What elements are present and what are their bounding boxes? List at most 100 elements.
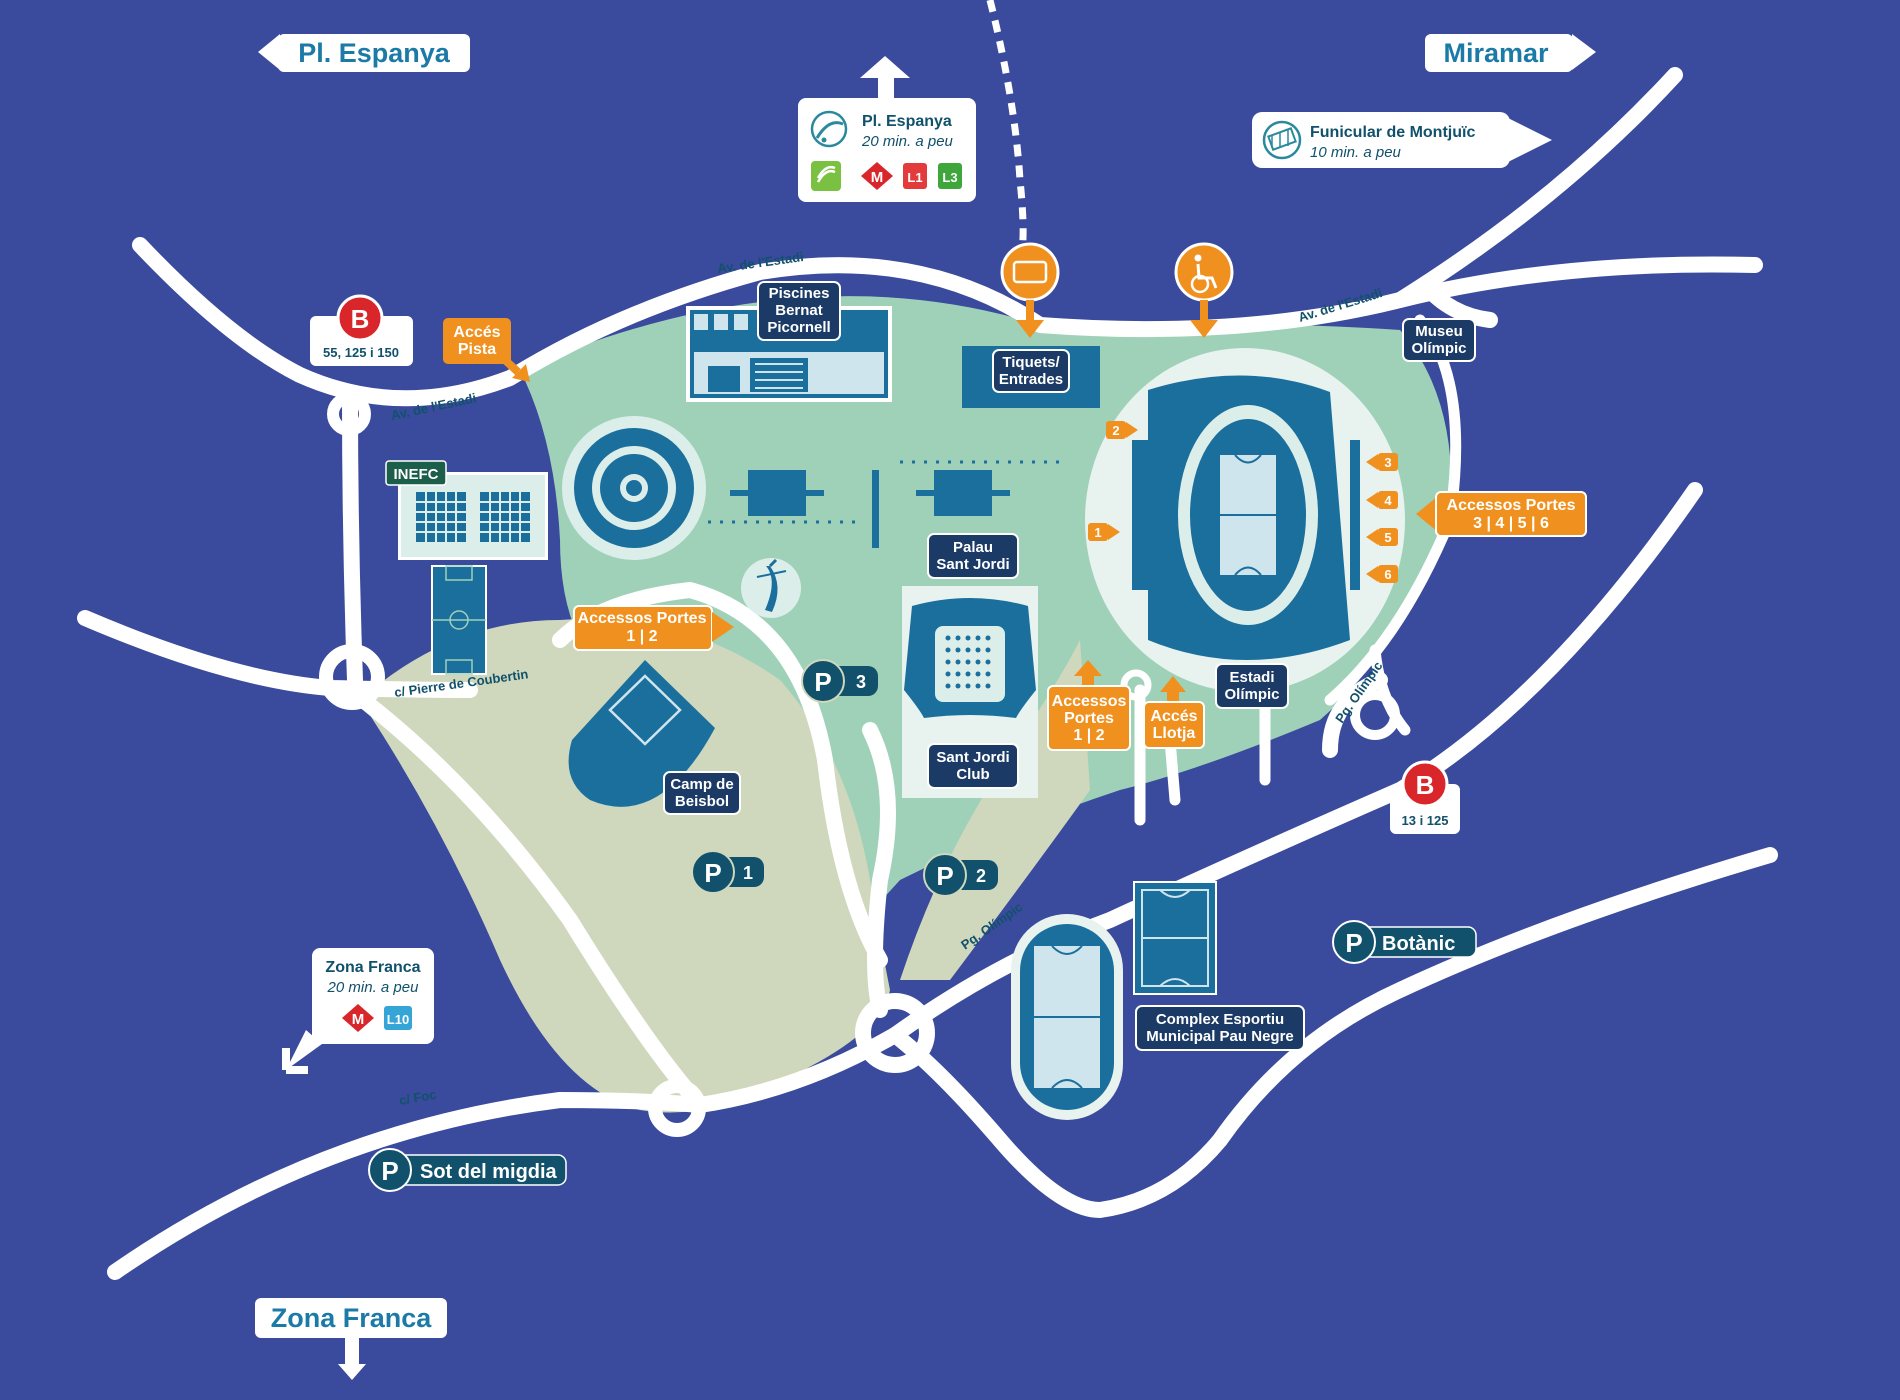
gate-1[interactable]: 1 [1088, 523, 1120, 541]
funicular-subtitle: 10 min. a peu [1310, 144, 1402, 161]
palau-label-1: Palau [953, 539, 993, 556]
acces-llotja-label-2: Llotja [1153, 725, 1196, 742]
parking-3-number: 3 [856, 672, 866, 692]
transit-card-funicular[interactable]: Funicular de Montjuïc 10 min. a peu [1252, 112, 1552, 168]
gate-2[interactable]: 2 [1106, 421, 1138, 439]
direction-zona-franca[interactable]: Zona Franca [255, 1298, 447, 1380]
access-portes-3456-label-1: Accessos Portes [1447, 497, 1576, 514]
access-portes-12-south-label-1: Accessos [1052, 693, 1127, 710]
bus-icon-east: B [1401, 760, 1449, 808]
fgc-icon [811, 161, 841, 191]
piscines-label-3: Picornell [767, 319, 830, 336]
acces-pista-label-2: Pista [458, 341, 496, 358]
beisbol-label-2: Beisbol [675, 793, 729, 810]
beisbol-label-1: Camp de [670, 776, 733, 793]
museu-olimpic[interactable]: Museu Olímpic [1402, 318, 1476, 362]
piscines-label-1: Piscines [769, 285, 830, 302]
gate-5[interactable]: 5 [1366, 528, 1398, 546]
acces-pista-label-1: Accés [453, 324, 500, 341]
street-label-foc: c/ Foc [398, 1087, 438, 1108]
line-l3-label: L3 [942, 170, 957, 185]
camp-de-beisbol[interactable]: Camp de Beisbol [568, 660, 741, 815]
line-l1-label: L1 [907, 170, 922, 185]
gate-6[interactable]: 6 [1366, 565, 1398, 583]
gate-4[interactable]: 4 [1366, 491, 1398, 509]
svg-text:B: B [351, 304, 370, 334]
transit-zona-franca-title: Zona Franca [325, 959, 420, 976]
transit-zona-franca-subtitle: 20 min. a peu [327, 979, 420, 996]
sant-jordi-club[interactable]: Sant Jordi Club [902, 586, 1038, 798]
gate-1-label: 1 [1094, 525, 1101, 540]
piscines-label-2: Bernat [775, 302, 823, 319]
parking-botanic[interactable]: P Botànic [1332, 920, 1477, 964]
access-portes-12-south[interactable]: Accessos Portes 1 | 2 [1047, 660, 1131, 751]
palau-sant-jordi[interactable]: Palau Sant Jordi [927, 533, 1019, 579]
acces-llotja[interactable]: Accés Llotja [1143, 676, 1205, 749]
access-portes-12-west-label-1: Accessos Portes [578, 610, 707, 627]
funicular-icon [1262, 120, 1302, 160]
access-portes-12-west[interactable]: Accessos Portes 1 | 2 [573, 605, 734, 651]
direction-zona-franca-label: Zona Franca [271, 1303, 433, 1333]
svg-text:M: M [352, 1011, 365, 1028]
access-portes-3456[interactable]: Accessos Portes 3 | 4 | 5 | 6 [1416, 491, 1587, 537]
tiquets-label-1: Tiquets/ [1002, 354, 1060, 371]
complex-pau-negre[interactable]: Complex Esportiu Municipal Pau Negre [1011, 881, 1305, 1120]
direction-miramar-label: Miramar [1443, 38, 1549, 68]
direction-pl-espanya-label: Pl. Espanya [298, 38, 451, 68]
acces-pista[interactable]: Accés Pista [443, 318, 530, 382]
line-l10-label: L10 [387, 1012, 409, 1027]
bus-stop-west[interactable]: B 55, 125 i 150 [310, 294, 413, 366]
museu-label-1: Museu [1415, 323, 1463, 340]
svg-text:B: B [1416, 770, 1435, 800]
funicular-title: Funicular de Montjuïc [1310, 124, 1475, 141]
museu-label-2: Olímpic [1411, 340, 1466, 357]
complex-label-2: Municipal Pau Negre [1146, 1028, 1294, 1045]
access-portes-12-south-label-3: 1 | 2 [1073, 727, 1104, 744]
inefc[interactable]: INEFC [385, 460, 548, 675]
transit-pl-espanya-title: Pl. Espanya [862, 113, 952, 130]
parking-sot-del-migdia[interactable]: P Sot del migdia [368, 1148, 567, 1192]
ticket-marker[interactable] [1000, 242, 1060, 338]
complex-label-1: Complex Esportiu [1156, 1011, 1284, 1028]
parking-sot-symbol: P [381, 1156, 398, 1186]
wheelchair-marker[interactable] [1174, 242, 1234, 338]
train-icon [810, 110, 848, 148]
access-portes-12-west-label-2: 1 | 2 [626, 628, 657, 645]
estadi-olimpic[interactable]: Estadi Olímpic [1085, 348, 1405, 709]
wheelchair-icon [1190, 254, 1218, 294]
bus-stop-east[interactable]: B 13 i 125 [1390, 760, 1460, 834]
gate-6-label: 6 [1384, 567, 1391, 582]
metro-icon: M [861, 162, 893, 190]
direction-miramar[interactable]: Miramar [1425, 34, 1596, 72]
court-dots [945, 635, 991, 689]
parking-3-symbol: P [814, 667, 831, 697]
gate-3-label: 3 [1384, 455, 1391, 470]
transit-card-zona-franca[interactable]: Zona Franca 20 min. a peu M L10 [282, 948, 434, 1074]
estadi-label-1: Estadi [1229, 669, 1274, 686]
parking-2[interactable]: P 2 [923, 853, 998, 897]
estadi-label-2: Olímpic [1224, 686, 1279, 703]
parking-1-number: 1 [743, 863, 753, 883]
direction-pl-espanya[interactable]: Pl. Espanya [258, 34, 470, 72]
transit-card-pl-espanya[interactable]: Pl. Espanya 20 min. a peu M L1 L3 [798, 56, 976, 202]
line-l3-badge [938, 163, 962, 189]
gate-5-label: 5 [1384, 530, 1391, 545]
parking-3[interactable]: P 3 [801, 659, 878, 703]
parking-sot-label: Sot del migdia [420, 1161, 558, 1183]
sant-jordi-club-label-2: Club [956, 766, 989, 783]
gate-3[interactable]: 3 [1366, 453, 1398, 471]
inefc-label: INEFC [394, 466, 439, 483]
circular-pavilion [562, 416, 706, 560]
tiquets-entrades[interactable]: Tiquets/ Entrades [962, 346, 1100, 408]
plaza-elements [708, 460, 1060, 548]
parking-2-number: 2 [976, 866, 986, 886]
telecom-tower-icon [741, 558, 801, 618]
access-portes-12-south-label-2: Portes [1064, 710, 1114, 727]
gate-4-label: 4 [1384, 493, 1392, 508]
piscines-bernat-picornell[interactable]: Piscines Bernat Picornell [686, 281, 892, 402]
sand-area [360, 618, 890, 1113]
bus-stop-west-routes: 55, 125 i 150 [323, 345, 399, 360]
bus-stop-east-routes: 13 i 125 [1402, 813, 1449, 828]
parking-1[interactable]: P 1 [691, 850, 764, 894]
